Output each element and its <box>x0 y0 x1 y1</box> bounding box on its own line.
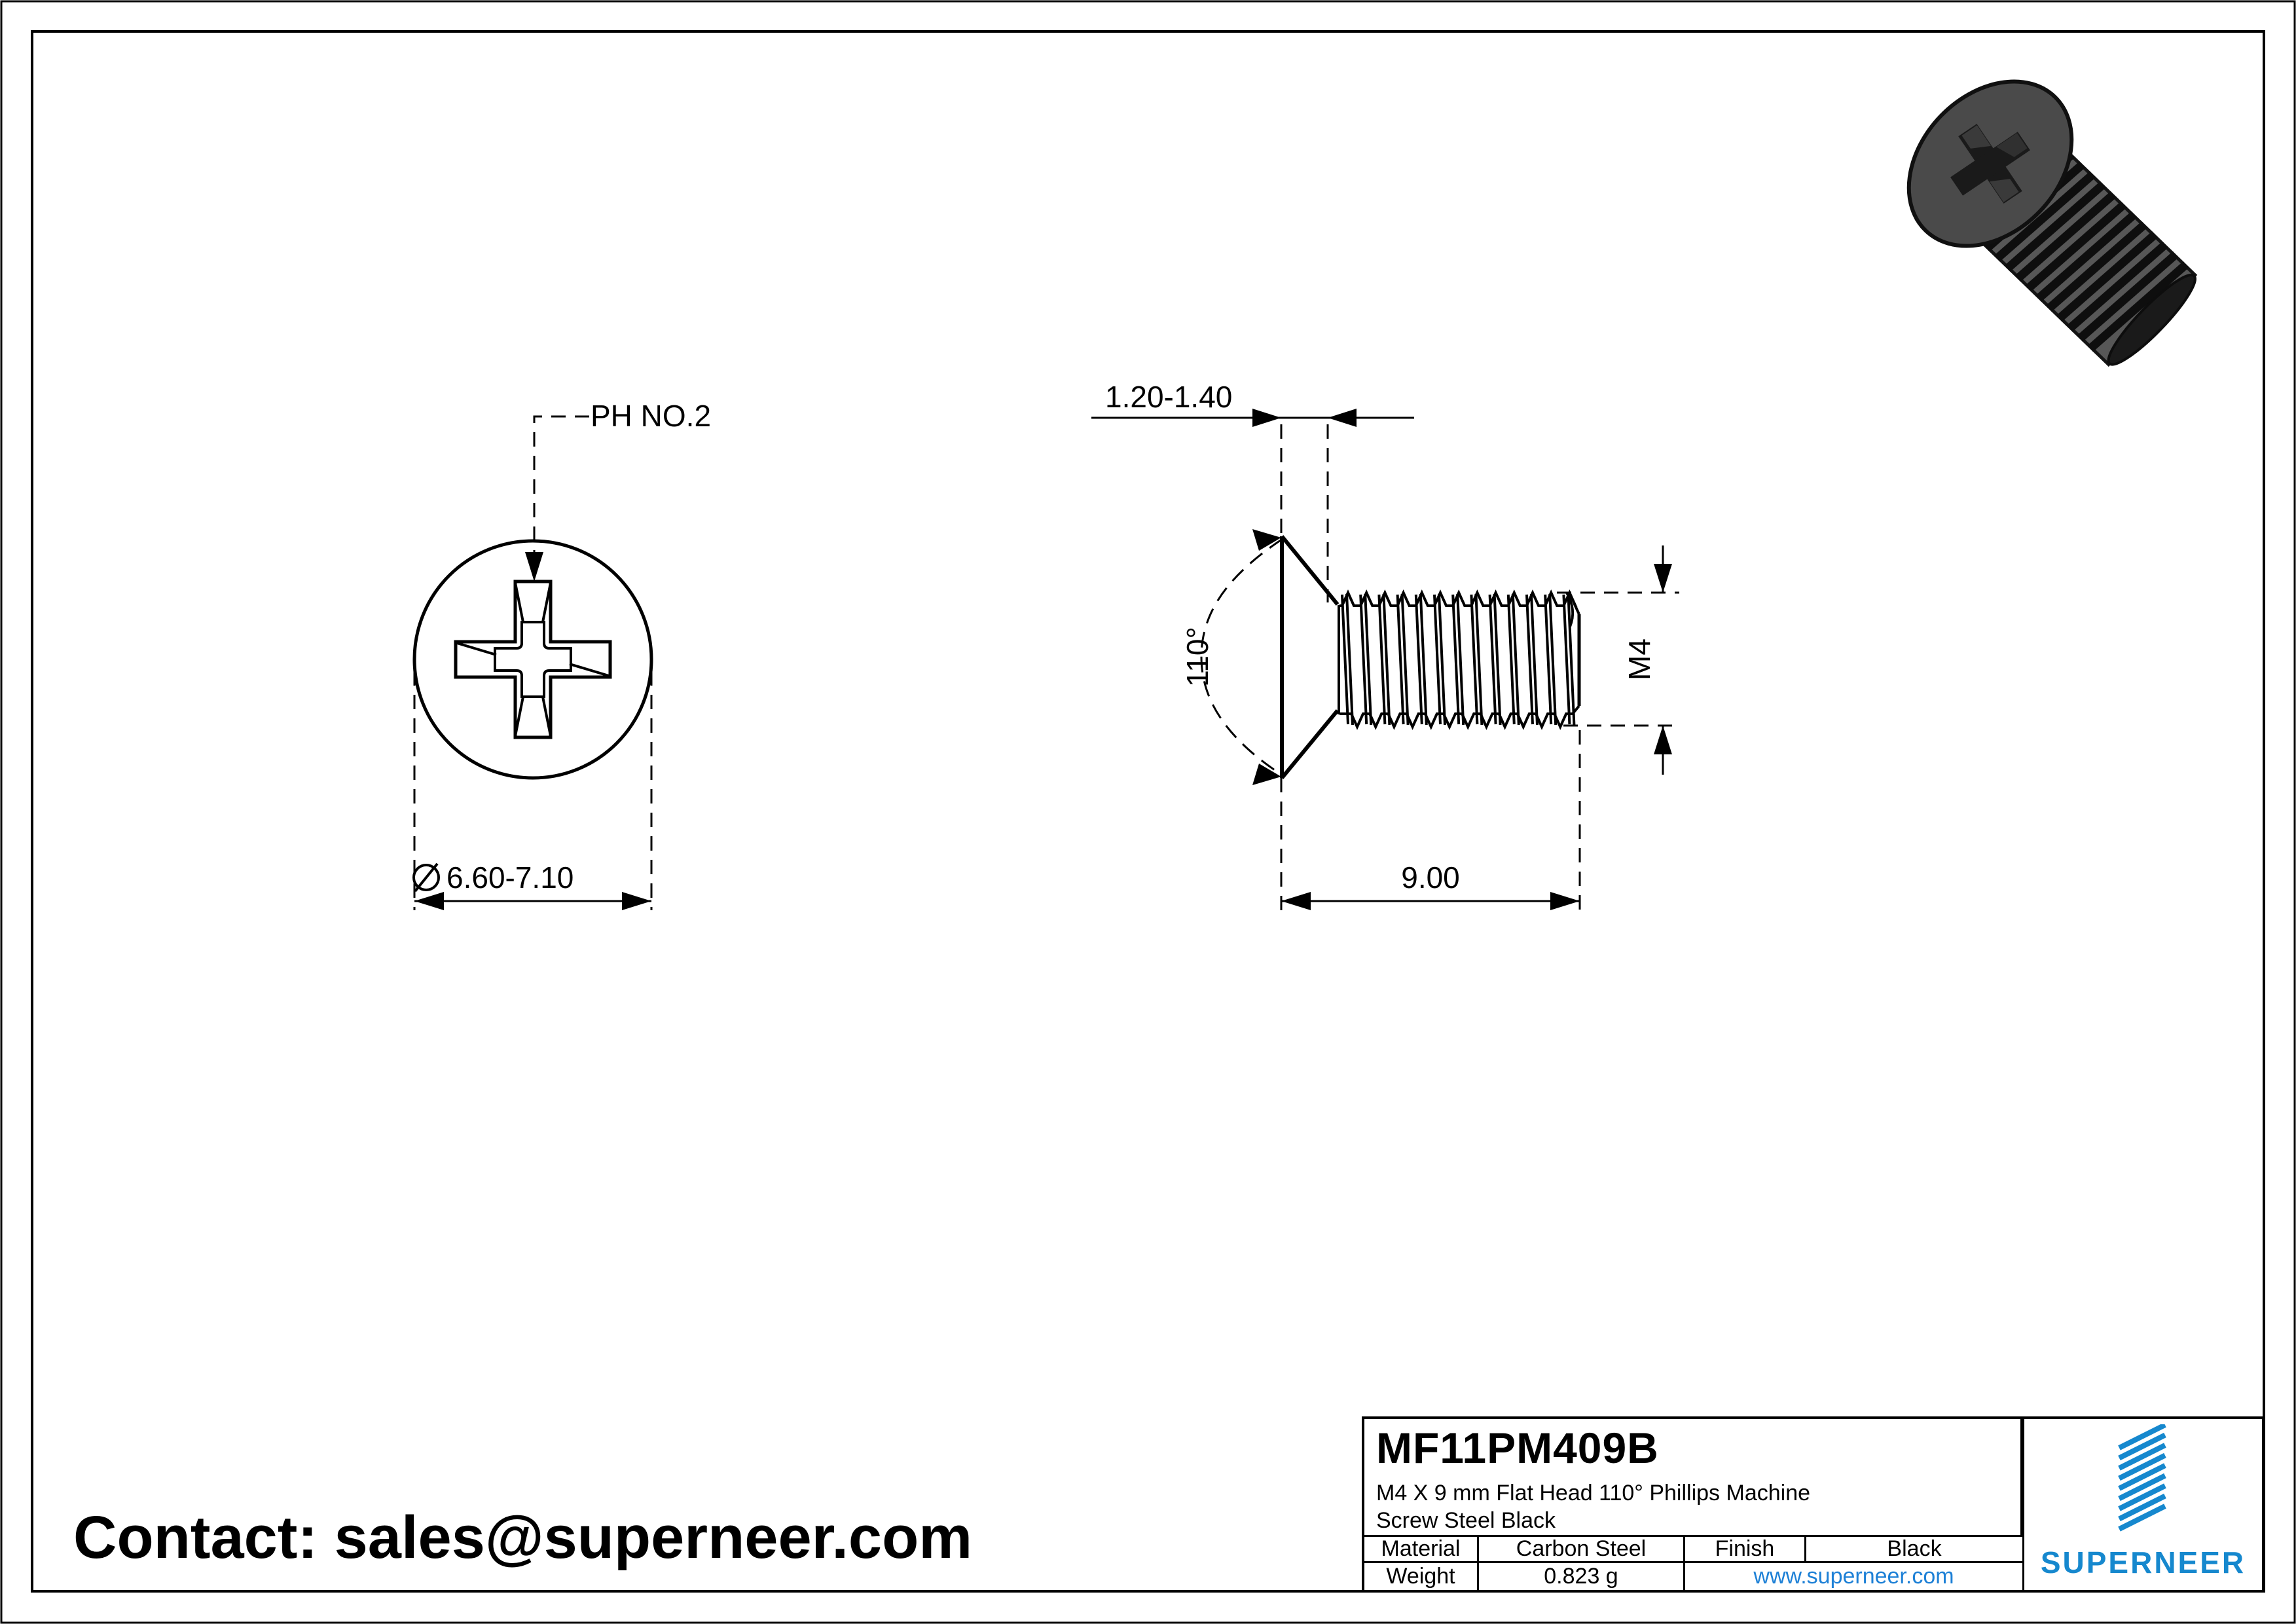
head-cone-bottom <box>1280 709 1339 779</box>
head-edge-arrow-right <box>1328 409 1357 427</box>
thread-size-value: M4 <box>1622 638 1656 680</box>
weight-label: Weight <box>1364 1563 1479 1590</box>
website-cell: www.superneer.com <box>1685 1563 2022 1590</box>
length-arrow-left <box>1281 892 1311 910</box>
head-angle-value: 110° <box>1180 627 1214 687</box>
angle-arrow-top <box>1252 529 1281 551</box>
finish-value: Black <box>1806 1536 2022 1563</box>
brand-wordmark: SUPERNEER <box>2040 1545 2246 1579</box>
diameter-symbol-icon <box>412 862 440 893</box>
callout-arrowhead <box>525 552 543 581</box>
head-cone-top <box>1280 535 1339 606</box>
brand-logo-cell: SUPERNEER <box>2022 1419 2262 1590</box>
phillips-wing-lines <box>456 582 610 737</box>
part-description-line1: M4 X 9 mm Flat Head 110° Phillips Machin… <box>1376 1481 1811 1505</box>
material-label: Material <box>1364 1536 1479 1563</box>
part-number: MF11PM409B <box>1376 1424 1659 1472</box>
head-angle-arc <box>1200 538 1283 777</box>
screw-3d-phillips-recess <box>1950 124 2030 204</box>
head-edge-arrow-left <box>1252 409 1281 427</box>
thread-flank-lines <box>1338 593 1576 726</box>
side-view <box>1091 409 1679 910</box>
title-area: MF11PM409B M4 X 9 mm Flat Head 110° Phil… <box>1364 1419 2022 1537</box>
screw-3d-render <box>1906 79 2198 367</box>
website-link[interactable]: www.superneer.com <box>1753 1564 1954 1589</box>
head-edge-value: 1.20-1.40 <box>1105 380 1232 414</box>
head-outline-circle <box>412 539 653 780</box>
weight-value: 0.823 g <box>1479 1563 1685 1590</box>
brand-stripes-icon <box>2118 1424 2166 1532</box>
drawing-frame <box>31 30 2265 1593</box>
thread-runout <box>1565 591 1575 627</box>
contact-email: Contact: sales@superneer.com <box>73 1504 973 1571</box>
phillips-inner-cross <box>494 621 572 698</box>
phillips-callout-label: PH NO.2 <box>591 399 711 433</box>
angle-arrow-bottom <box>1252 764 1281 785</box>
thread-arrow-top <box>1654 564 1672 593</box>
top-view <box>412 415 653 910</box>
part-description: M4 X 9 mm Flat Head 110° Phillips Machin… <box>1376 1479 2005 1534</box>
diameter-value: 6.60-7.10 <box>446 860 574 895</box>
thread-arrow-bottom <box>1654 726 1672 754</box>
length-value: 9.00 <box>1401 860 1460 895</box>
diameter-arrow-left <box>414 892 444 910</box>
part-description-line2: Screw Steel Black <box>1376 1508 1556 1533</box>
callout-leader-line <box>533 415 589 564</box>
screw-3d-tip <box>2107 273 2196 366</box>
title-block: MF11PM409B M4 X 9 mm Flat Head 110° Phil… <box>1362 1416 2264 1593</box>
material-value: Carbon Steel <box>1479 1536 1685 1563</box>
length-arrow-right <box>1550 892 1580 910</box>
diameter-arrow-right <box>622 892 651 910</box>
finish-label: Finish <box>1685 1536 1806 1563</box>
